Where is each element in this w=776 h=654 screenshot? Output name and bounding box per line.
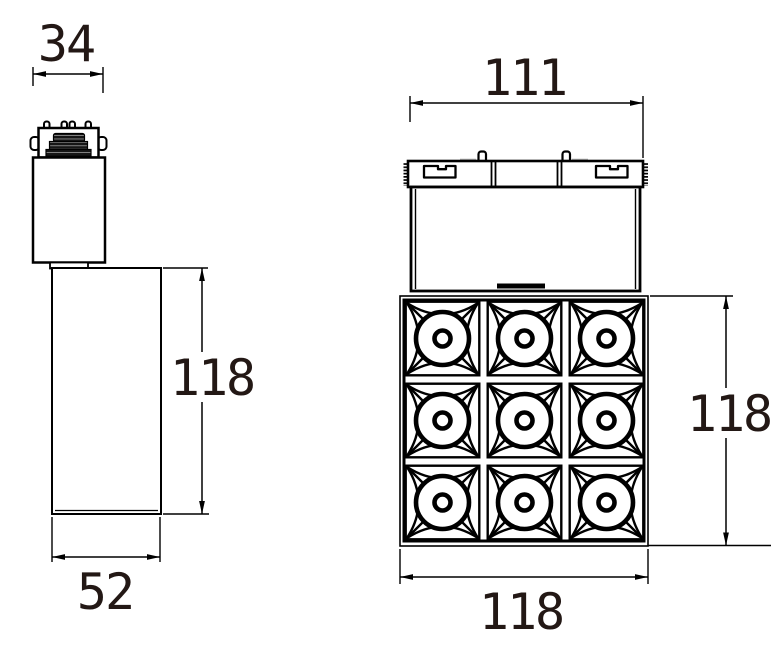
dimension-label-adapter-width: 34 [38,15,94,73]
lens-cell [406,384,480,458]
mounting-slot-left [422,164,457,179]
lens-cell [570,384,644,458]
bar-end-hatch-right [642,163,648,186]
front-view: 111 [399,49,776,641]
dimension-label-track-width: 111 [482,49,566,107]
adapter-contact-stack [45,132,92,157]
mounting-slot-right [594,164,629,179]
dimension-label-front-width: 118 [479,583,563,641]
lens-cell [406,302,480,376]
lens-cell [488,466,562,540]
lens-cell [406,466,480,540]
label-halo [683,388,776,438]
housing-bottom-tab [497,283,545,289]
lens-grid [406,302,644,540]
dimension-label-side-height: 118 [170,349,254,407]
lens-cell [488,384,562,458]
lens-cell [488,302,562,376]
dimension-label-front-height: 118 [687,385,771,443]
lamp-body-side [51,267,162,515]
bar-section-dividers [490,162,563,186]
driver-housing-side [31,156,107,264]
driver-housing-front [409,185,642,293]
dimension-label-side-width: 52 [77,563,133,621]
label-halo [166,352,259,402]
lens-cell [570,302,644,376]
lens-cell [570,466,644,540]
side-view: 34 118 [29,15,259,621]
bar-end-hatch-left [403,163,409,186]
